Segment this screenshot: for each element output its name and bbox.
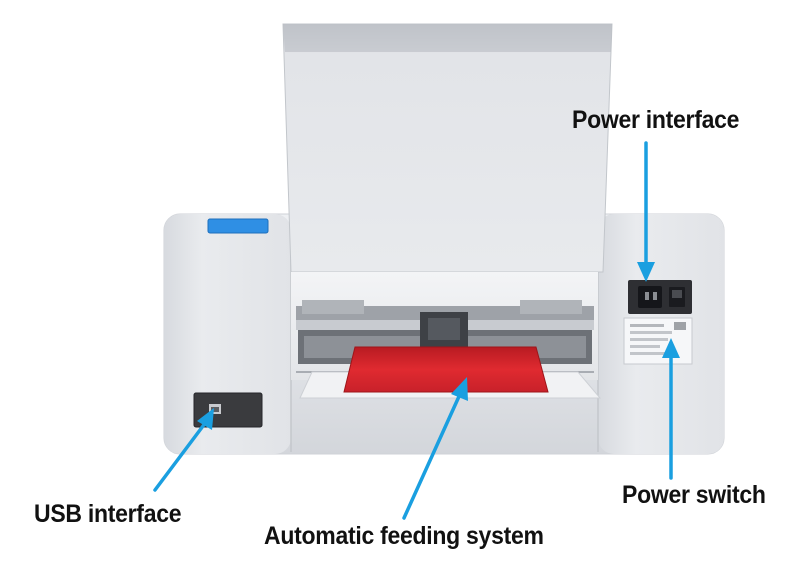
feeding-system-label: Automatic feeding system [264,522,544,550]
feeding-tray [343,346,549,393]
power-switch-label: Power switch [622,481,766,509]
printer-lid [282,23,613,273]
rating-label [623,317,693,365]
arrow-icon [637,141,655,282]
usb-interface-label: USB interface [34,500,182,528]
display-panel [207,218,269,234]
arrow-icon [662,338,680,480]
power-panel [628,280,692,314]
arrow-icon [153,408,214,492]
arrow-icon [402,377,468,520]
power-interface-label: Power interface [572,106,740,134]
